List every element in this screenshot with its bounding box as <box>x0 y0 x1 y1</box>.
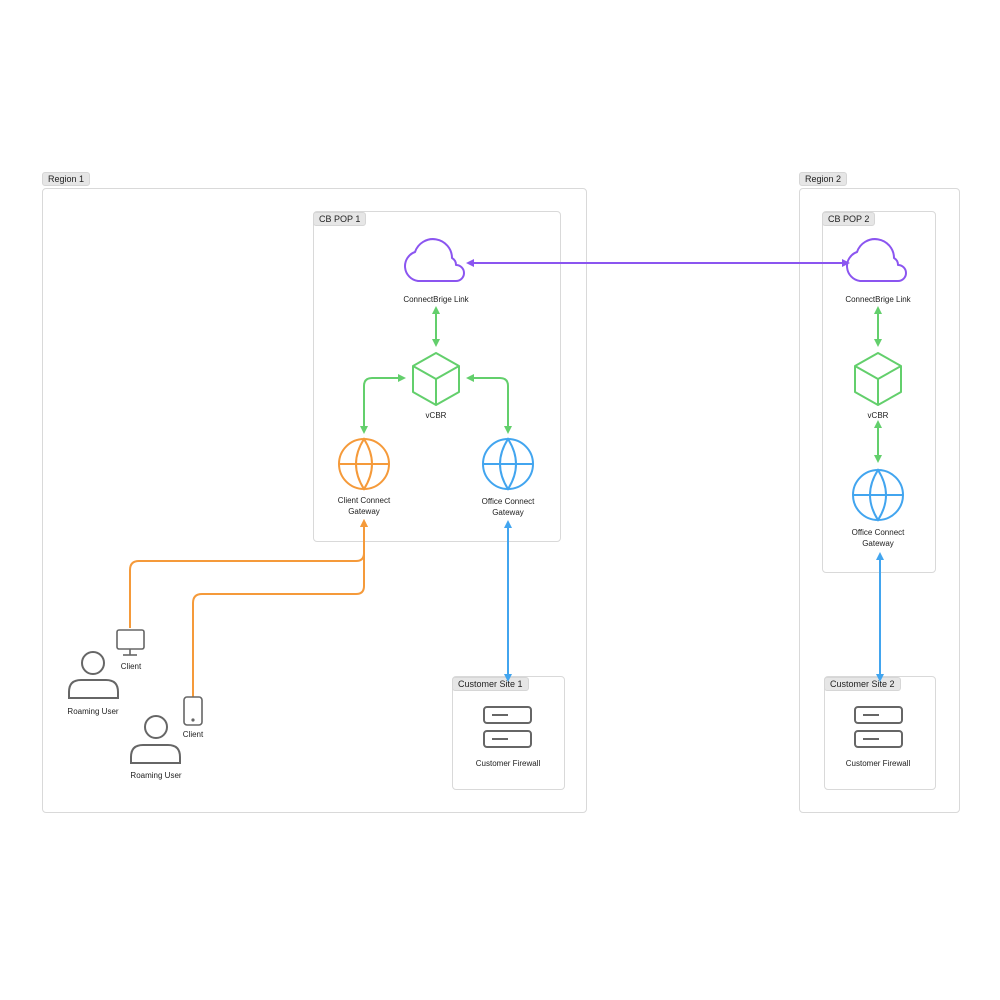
roaming-user-1-label: Roaming User <box>67 707 119 716</box>
cloud-icon <box>846 238 907 282</box>
pop1-connectbridge-link-label: ConnectBrige Link <box>403 295 469 304</box>
client-desktop-label: Client <box>120 662 142 671</box>
mobile-phone-icon <box>183 696 203 726</box>
client-connect-gateway-label-line1: Client Connect <box>337 496 391 505</box>
client-mobile-connector <box>192 519 368 697</box>
pop2-office-gw-label-line1: Office Connect <box>851 528 905 537</box>
region-1-label: Region 1 <box>42 172 91 186</box>
cb-pop-1-box <box>313 211 561 542</box>
pop1-vcbr-label: vCBR <box>425 411 447 420</box>
client-desktop-connector <box>129 519 368 628</box>
pop1-office-gw-label-line2: Gateway <box>492 508 524 517</box>
client-connect-gateway-label: Client Connect Gateway <box>338 495 390 517</box>
pop1-vcbr-office-gw-connector <box>466 374 512 434</box>
pop2-vcbr-label: vCBR <box>867 411 889 420</box>
cloud-icon <box>404 238 465 282</box>
customer-firewall-2-label: Customer Firewall <box>845 759 911 768</box>
globe-icon <box>338 437 390 491</box>
cb-pop-2-label: CB POP 2 <box>822 212 876 226</box>
client-mobile-label: Client <box>182 730 204 739</box>
pop2-office-connect-gateway-label: Office Connect Gateway <box>852 527 905 549</box>
pop1-vcbr-client-gw-connector <box>360 374 406 434</box>
desktop-icon <box>116 629 145 656</box>
pop2-connectbridge-link-label: ConnectBrige Link <box>845 295 911 304</box>
cube-icon <box>854 352 902 406</box>
roaming-user-2-label: Roaming User <box>130 771 182 780</box>
user-icon <box>68 651 119 699</box>
globe-icon <box>852 468 904 522</box>
cube-icon <box>412 352 460 406</box>
client-connect-gateway-label-line2: Gateway <box>348 507 380 516</box>
pop1-office-connect-gateway-label: Office Connect Gateway <box>482 496 535 518</box>
user-icon <box>130 715 181 764</box>
region-2-label: Region 2 <box>799 172 848 186</box>
pop2-office-gw-label-line2: Gateway <box>862 539 894 548</box>
server-icon <box>483 706 532 748</box>
cb-pop-1-label: CB POP 1 <box>313 212 367 226</box>
globe-icon <box>482 437 534 491</box>
pop1-office-gw-label-line1: Office Connect <box>481 497 535 506</box>
server-icon <box>854 706 903 748</box>
region-1-box <box>42 188 587 813</box>
customer-firewall-1-label: Customer Firewall <box>475 759 541 768</box>
region-2-box <box>799 188 960 813</box>
